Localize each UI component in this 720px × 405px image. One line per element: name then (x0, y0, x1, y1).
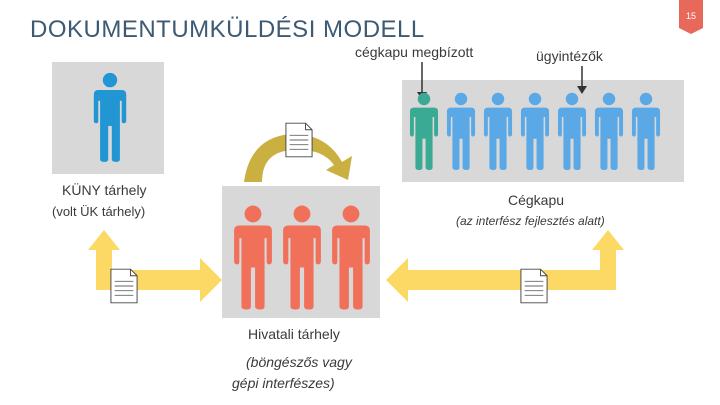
cegkapu-label: Cégkapu (508, 192, 565, 208)
ugyintezok-label: ügyintézők (536, 48, 603, 64)
cegkapu-note-label: (az interfész fejlesztés alatt) (456, 214, 605, 228)
page-number-badge: 15 (679, 0, 703, 34)
page-number: 15 (685, 11, 696, 21)
kuny-tarhely-label: KÜNY tárhely (62, 182, 147, 198)
page-title: DOKUMENTUMKÜLDÉSI MODELL (30, 16, 425, 43)
badge-shape-icon (679, 0, 703, 34)
document-icon (520, 268, 548, 304)
hivatali-note-line1: (böngészős vagy (246, 354, 352, 370)
cegkapu-megbizott-label: cégkapu megbízott (355, 44, 474, 60)
hivatali-note-line2: gépi interfészes) (232, 375, 335, 391)
volt-uk-tarhely-label: (volt ÜK tárhely) (52, 204, 146, 219)
hivatali-tarhely-label: Hivatali tárhely (248, 326, 340, 342)
